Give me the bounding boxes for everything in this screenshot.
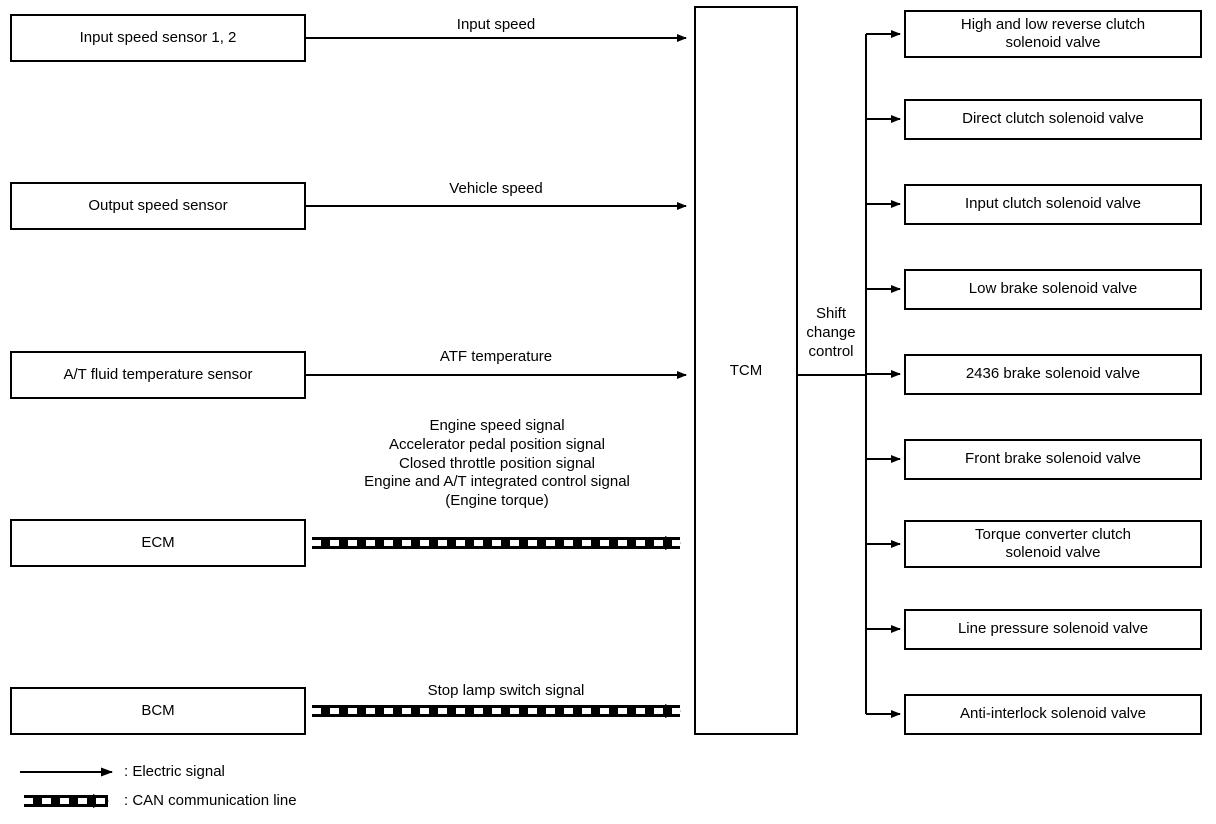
output-box-line-pressure-solenoid-valve[interactable]: Line pressure solenoid valve bbox=[904, 609, 1202, 650]
output-box-label: Input clutch solenoid valve bbox=[965, 195, 1141, 213]
tcm-label: TCM bbox=[729, 362, 763, 379]
output-box-direct-clutch-solenoid-valve[interactable]: Direct clutch solenoid valve bbox=[904, 99, 1202, 140]
output-box-label: Torque converter clutch solenoid valve bbox=[975, 525, 1131, 561]
input-box-bcm[interactable]: BCM bbox=[10, 687, 306, 735]
output-box-label: Anti-interlock solenoid valve bbox=[960, 705, 1146, 723]
output-box-high-and-low-reverse-clutch-solenoid-valve[interactable]: High and low reverse clutch solenoid val… bbox=[904, 10, 1202, 58]
signal-label-input-speed: Input speed bbox=[456, 16, 536, 33]
shift-change-control-label: Shift change control bbox=[806, 305, 856, 360]
output-box-label: Line pressure solenoid valve bbox=[957, 620, 1149, 638]
output-box-low-brake-solenoid-valve[interactable]: Low brake solenoid valve bbox=[904, 269, 1202, 310]
output-box-anti-interlock-solenoid-valve[interactable]: Anti-interlock solenoid valve bbox=[904, 694, 1202, 735]
legend-can-line-text: : CAN communication line bbox=[124, 792, 297, 809]
output-box-torque-converter-clutch-solenoid-valve[interactable]: Torque converter clutch solenoid valve bbox=[904, 520, 1202, 568]
tcm-box[interactable]: TCM bbox=[694, 6, 798, 735]
output-box-label: Direct clutch solenoid valve bbox=[962, 110, 1144, 128]
output-box-front-brake-solenoid-valve[interactable]: Front brake solenoid valve bbox=[904, 439, 1202, 480]
output-box-2436-brake-solenoid-valve[interactable]: 2436 brake solenoid valve bbox=[904, 354, 1202, 395]
output-box-input-clutch-solenoid-valve[interactable]: Input clutch solenoid valve bbox=[904, 184, 1202, 225]
input-box-label: Input speed sensor 1, 2 bbox=[79, 28, 237, 46]
input-box-label: Output speed sensor bbox=[88, 196, 228, 214]
legend-electric-signal-text: : Electric signal bbox=[124, 763, 225, 780]
output-box-label: 2436 brake solenoid valve bbox=[965, 365, 1141, 383]
input-box-label: BCM bbox=[141, 701, 175, 719]
input-box-at-fluid-temperature-sensor[interactable]: A/T fluid temperature sensor bbox=[10, 351, 306, 399]
input-box-input-speed-sensor[interactable]: Input speed sensor 1, 2 bbox=[10, 14, 306, 62]
output-box-label: Front brake solenoid valve bbox=[965, 450, 1141, 468]
output-box-label: High and low reverse clutch solenoid val… bbox=[960, 15, 1146, 51]
signal-label-ecm-signals: Engine speed signal Accelerator pedal po… bbox=[364, 417, 630, 509]
signal-label-atf-temperature: ATF temperature bbox=[439, 348, 553, 365]
input-box-output-speed-sensor[interactable]: Output speed sensor bbox=[10, 182, 306, 230]
signal-label-vehicle-speed: Vehicle speed bbox=[449, 180, 543, 197]
input-box-label: A/T fluid temperature sensor bbox=[63, 365, 253, 383]
input-box-ecm[interactable]: ECM bbox=[10, 519, 306, 567]
signal-label-stop-lamp-switch-signal: Stop lamp switch signal bbox=[427, 682, 585, 699]
output-box-label: Low brake solenoid valve bbox=[968, 280, 1138, 298]
input-box-label: ECM bbox=[141, 533, 175, 551]
